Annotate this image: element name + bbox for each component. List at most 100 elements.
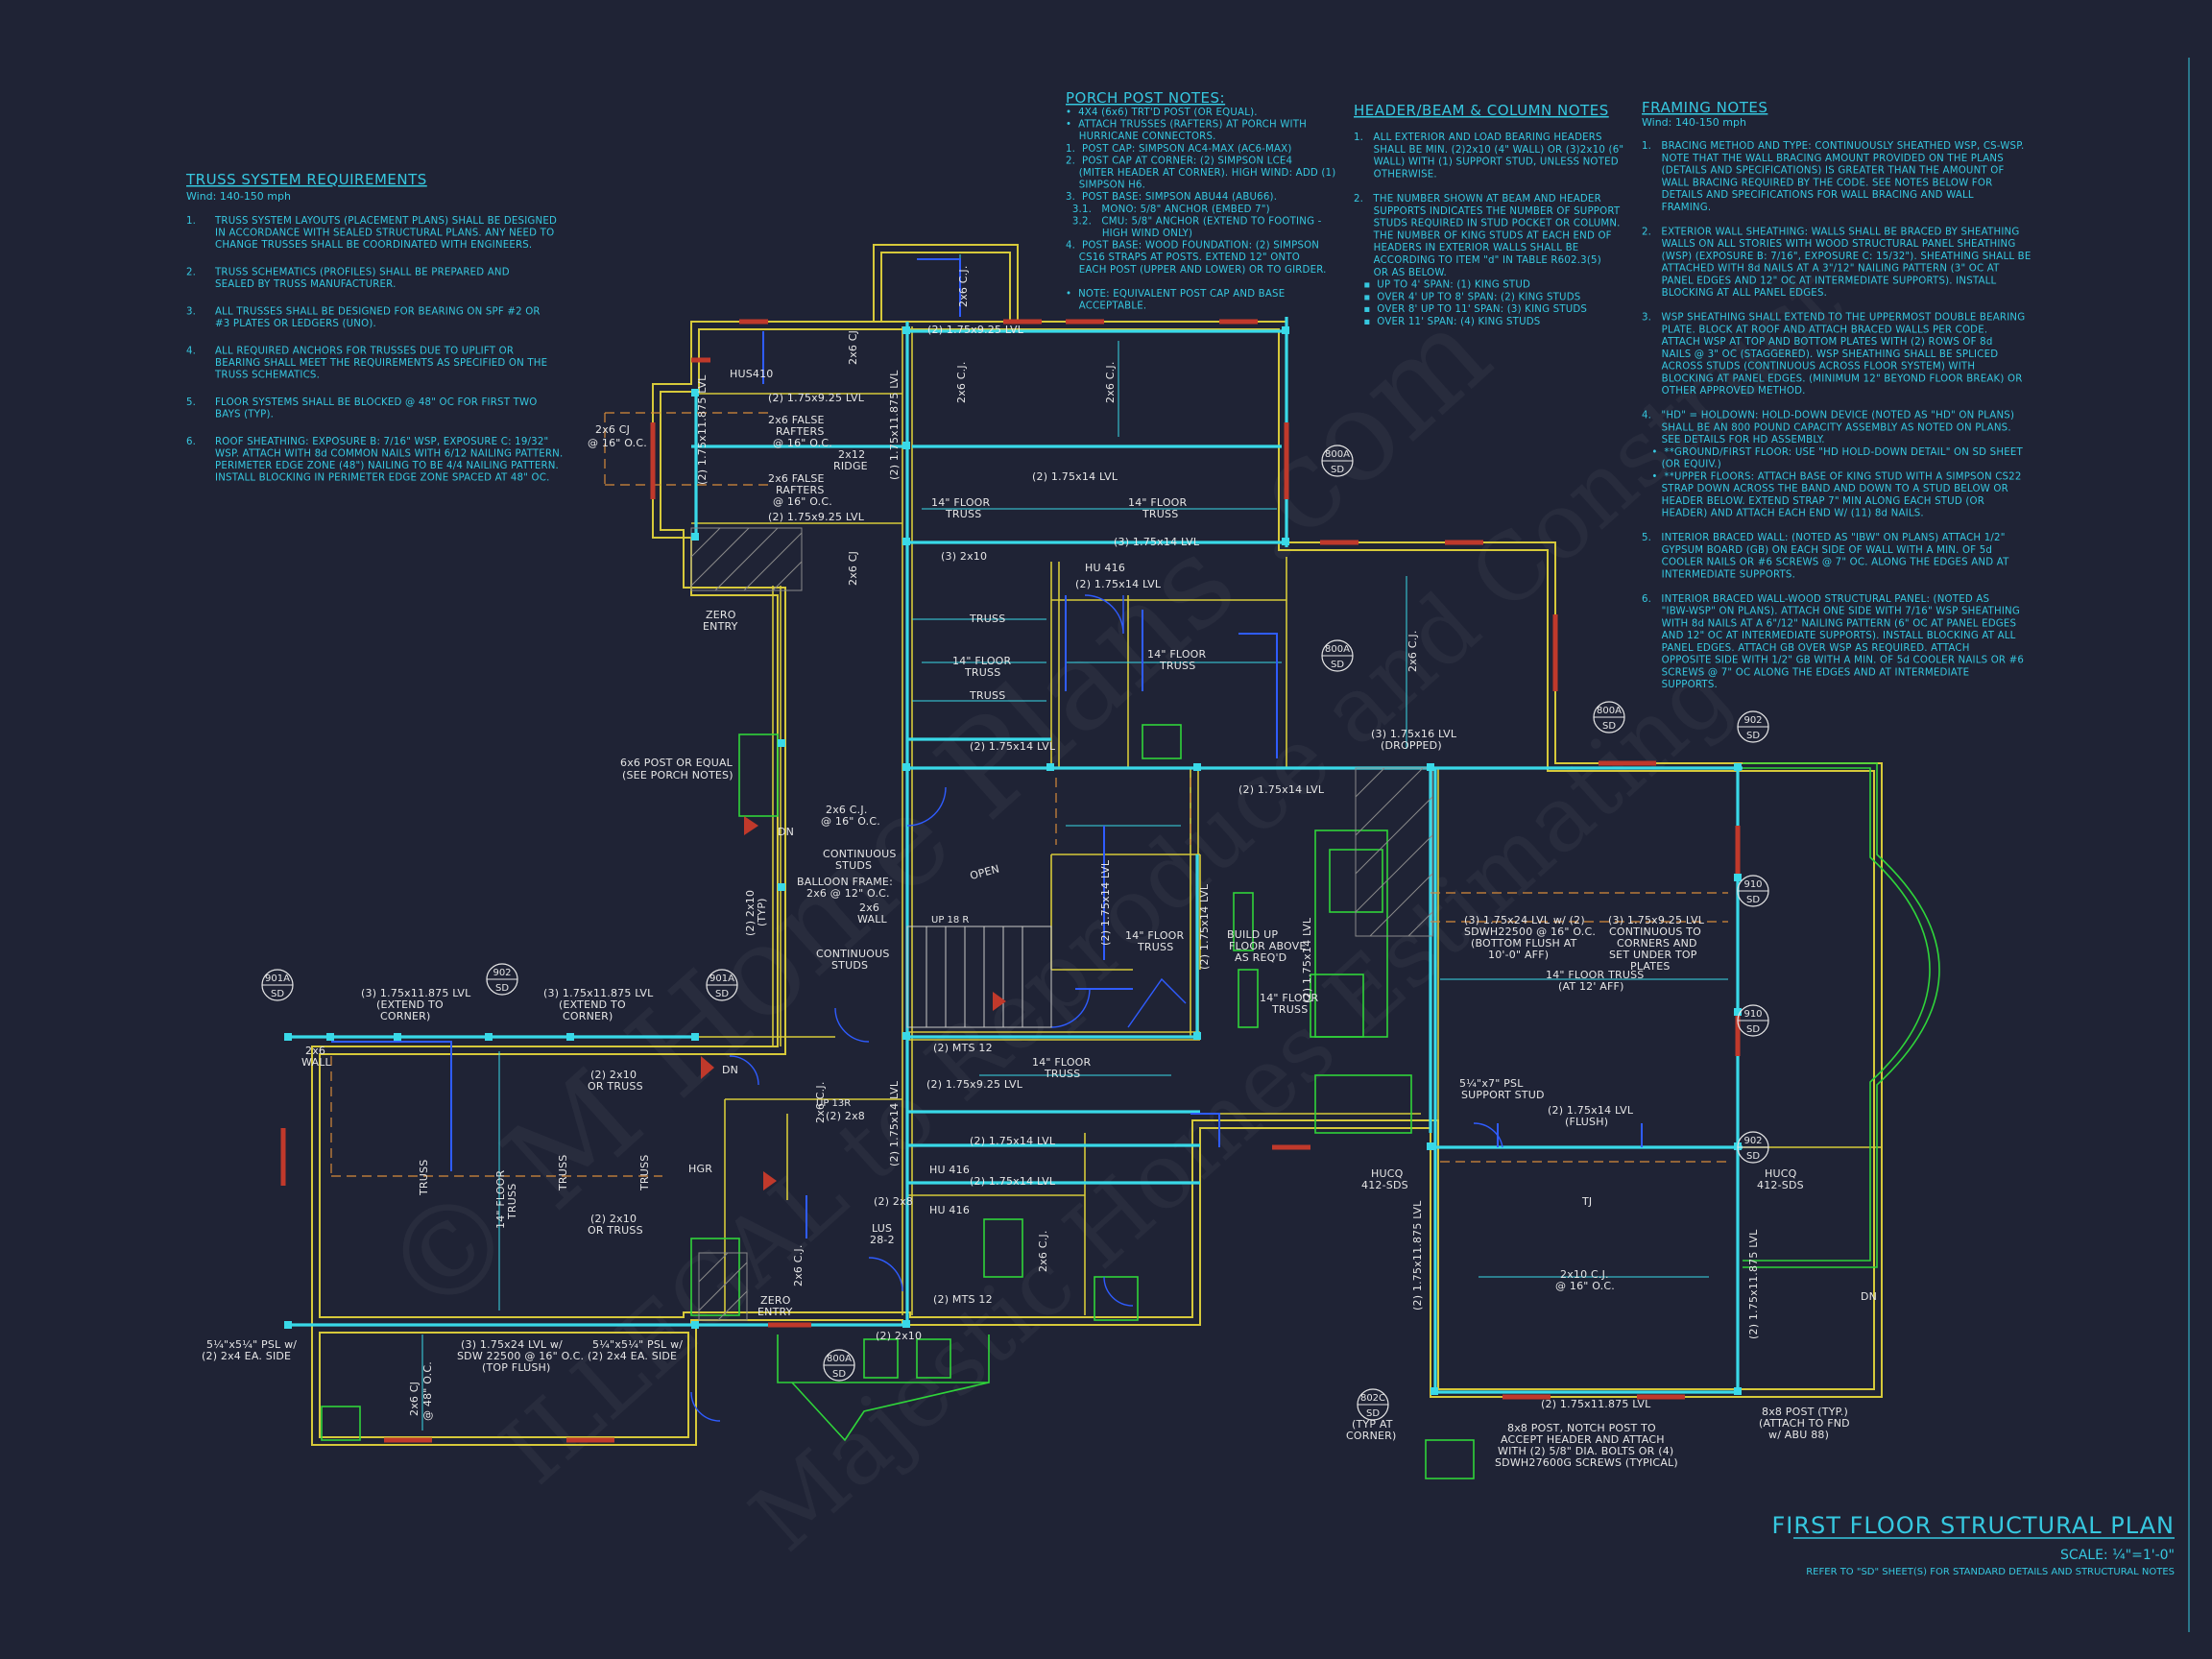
- framing-notes-wind: Wind: 140-150 mph: [1642, 116, 1746, 129]
- header-note-line: ACCORDING TO ITEM "d" IN TABLE R602.3(5): [1354, 255, 1601, 266]
- down-label-3: DN: [1861, 1290, 1877, 1303]
- truss-label-c: 14" FLOOR: [1147, 648, 1207, 661]
- truss-note-line: BAYS (TYP).: [215, 410, 274, 421]
- stair-arrow-icon: [993, 992, 1006, 1011]
- framing-note-line: "IBW-WSP" ON PLANS). ATTACH ONE SIDE WIT…: [1642, 607, 2020, 617]
- hucq-right: HUCQ: [1765, 1167, 1797, 1180]
- false-rafter-label-b: RAFTERS: [776, 425, 825, 438]
- porch-truss-2: 14" FLOOR: [494, 1169, 507, 1229]
- callout-sheet: SD: [715, 989, 729, 999]
- framing-note-line: PLATE. BLOCK AT ROOF AND ATTACH BRACED W…: [1642, 325, 1987, 335]
- hanger-hu416: HU 416: [1085, 562, 1125, 574]
- beam-label-mid: (2) 1.75x14 LVL: [1032, 470, 1118, 483]
- header-note-line: SHALL BE MIN. (2)2x10 (4" WALL) OR (3)2x…: [1354, 145, 1623, 156]
- zero-entry-2: ZERO: [760, 1294, 791, 1307]
- truss-14-c: 14" FLOOR: [1260, 992, 1319, 1004]
- continuous-beam-d: SET UNDER TOP: [1609, 949, 1697, 961]
- porch-beam-2c: CORNER): [563, 1010, 613, 1022]
- down-label-2: DN: [722, 1064, 738, 1076]
- down-label: DN: [778, 826, 794, 838]
- floor-truss-a: 14" FLOOR: [931, 496, 991, 509]
- side-beam-vertical-2: (2) 1.75x11.875 LVL: [888, 370, 901, 480]
- framing-note-line: INTERMEDIATE SUPPORTS.: [1642, 569, 1795, 580]
- hucq-left: HUCQ: [1371, 1167, 1404, 1180]
- beam-label-band: (2) 1.75x14 LVL: [970, 740, 1056, 753]
- garage-beam-bottom: (2) 1.75x11.875 LVL: [1541, 1398, 1651, 1410]
- porch-note-line: 2. POST CAP AT CORNER: (2) SIMPSON LCE4: [1066, 156, 1292, 166]
- floor-truss-12: 14" FLOOR TRUSS: [1546, 969, 1644, 981]
- framing-note-line: NOTE THAT THE WALL BRACING AMOUNT PROVID…: [1642, 154, 2004, 164]
- hanger-label: HUS410: [730, 368, 774, 380]
- header-note-line: 1. ALL EXTERIOR AND LOAD BEARING HEADERS: [1354, 132, 1602, 143]
- framing-note-line: HEADER) AND ATTACH EACH END W/ (11) 8d N…: [1642, 509, 1924, 519]
- header-note-line: OR AS BELOW.: [1354, 268, 1447, 278]
- header-notes-list: 1. ALL EXTERIOR AND LOAD BEARING HEADERS…: [1354, 132, 1623, 327]
- truss-note-line: CHANGE TRUSSES SHALL BE COORDINATED WITH…: [215, 240, 532, 251]
- side-beam-vertical: (2) 1.75x11.875 LVL: [696, 374, 709, 485]
- framing-note-line: 3. WSP SHEATHING SHALL EXTEND TO THE UPP…: [1642, 313, 2025, 324]
- hucq-right-b: 412-SDS: [1757, 1179, 1804, 1191]
- cj-vertical-top: 2x6 CJ: [847, 330, 859, 365]
- typ-corner-b: CORNER): [1346, 1430, 1397, 1442]
- porch-ceiling-joist: 2x6 CJ: [408, 1382, 421, 1416]
- cj-vertical-bath: 2x6 C.J.: [814, 1081, 827, 1123]
- false-rafter-label-2c: @ 16" O.C.: [773, 495, 832, 508]
- header-beam-notes: HEADER/BEAM & COLUMN NOTES 1. ALL EXTERI…: [1354, 102, 1623, 327]
- great-room-beam-d: 10'-0" AFF): [1488, 949, 1549, 961]
- framing-note-line: SEE DETAILS FOR HD ASSEMBLY.: [1642, 435, 1825, 445]
- great-room-beam-c: (BOTTOM FLUSH AT: [1471, 937, 1577, 950]
- psl-mid-b: (2) 2x4 EA. SIDE: [588, 1350, 677, 1362]
- hucq-left-b: 412-SDS: [1361, 1179, 1408, 1191]
- title-block: FIRST FLOOR STRUCTURAL PLAN SCALE: ¼"=1'…: [1772, 1512, 2175, 1577]
- porch-truss-3: TRUSS: [557, 1155, 569, 1191]
- truss-note-number: 6.: [186, 437, 196, 447]
- continuous-studs: CONTINUOUS: [823, 848, 897, 860]
- floor-truss-a-b: TRUSS: [945, 508, 981, 520]
- framing-note-line: (OR EQUIV.): [1642, 460, 1721, 470]
- strap-mts-1: (2) MTS 12: [933, 1042, 993, 1054]
- porch-note-line: 3.1. MONO: 5/8" ANCHOR (EMBED 7"): [1066, 204, 1270, 215]
- wall-2x6-b: WALL: [857, 913, 888, 926]
- hanger-hu416-a: HU 416: [929, 1164, 970, 1176]
- door-swings: [690, 594, 1503, 1422]
- psl-mid: 5¼"x5¼" PSL w/: [592, 1338, 683, 1351]
- cj-vertical-bath-3: 2x6 C.J.: [1037, 1230, 1049, 1272]
- callout-detail-number: 800A: [827, 1354, 852, 1364]
- detail-callout: 800A SD: [823, 1349, 855, 1382]
- truss-note-line: WSP. ATTACH WITH 8d COMMON NAILS WITH 6/…: [215, 449, 563, 460]
- cj-vertical-low: 2x6 CJ: [847, 551, 859, 586]
- framing-note-line: STRAP DOWN ACROSS THE BAND AND DOWN TO A…: [1642, 484, 2008, 494]
- build-up-label: BUILD UP: [1227, 928, 1278, 941]
- framing-note-line: 5. INTERIOR BRACED WALL: (NOTED AS "IBW"…: [1642, 533, 2006, 543]
- porch-note-line: 3.2. CMU: 5/8" ANCHOR (EXTEND TO FOOTING…: [1066, 216, 1322, 227]
- truss-note-number: 4.: [186, 347, 196, 357]
- header-note-line: ▪ OVER 11' SPAN: (4) KING STUDS: [1354, 317, 1540, 327]
- callout-sheet: SD: [832, 1369, 846, 1380]
- beam-14-a: (2) 1.75x14 LVL: [970, 1135, 1056, 1147]
- truss-note-line: ALL REQUIRED ANCHORS FOR TRUSSES DUE TO …: [215, 347, 514, 357]
- truss-note-line: ALL TRUSSES SHALL BE DESIGNED FOR BEARIN…: [215, 307, 541, 318]
- false-rafter-label-c: @ 16" O.C.: [773, 437, 832, 449]
- truss-notes-list: 1.TRUSS SYSTEM LAYOUTS (PLACEMENT PLANS)…: [186, 216, 563, 484]
- beam-label-mid-2: (3) 1.75x14 LVL: [1114, 536, 1200, 548]
- psl-left: 5¼"x5¼" PSL w/: [206, 1338, 297, 1351]
- porch-beam-24-b: SDW 22500 @ 16" O.C.: [457, 1350, 584, 1362]
- posts: [284, 326, 1742, 1395]
- garage-beam-left: (2) 1.75x11.875 LVL: [1411, 1200, 1424, 1310]
- porch-note-line: • 4X4 (6x6) TRT'D POST (OR EQUAL).: [1066, 108, 1258, 118]
- porch-beam-2b: (EXTEND TO: [559, 998, 626, 1011]
- hatched-areas: [690, 527, 1433, 1321]
- porch-note-line: SIMPSON H6.: [1066, 180, 1145, 191]
- psl-left-b: (2) 2x4 EA. SIDE: [202, 1350, 291, 1362]
- porch-note-line: • NOTE: EQUIVALENT POST CAP AND BASE: [1066, 289, 1285, 300]
- ridge-label: 2x12: [838, 448, 865, 461]
- porch-header-b-b: OR TRUSS: [588, 1224, 643, 1237]
- framing-note-line: ACROSS STUDS (CONTINUOUS ACROSS FLOOR SY…: [1642, 362, 1975, 373]
- garage-beam-right: (2) 1.75x11.875 LVL: [1747, 1229, 1760, 1339]
- porch-2x10-vertical: (2) 2x10: [744, 890, 757, 936]
